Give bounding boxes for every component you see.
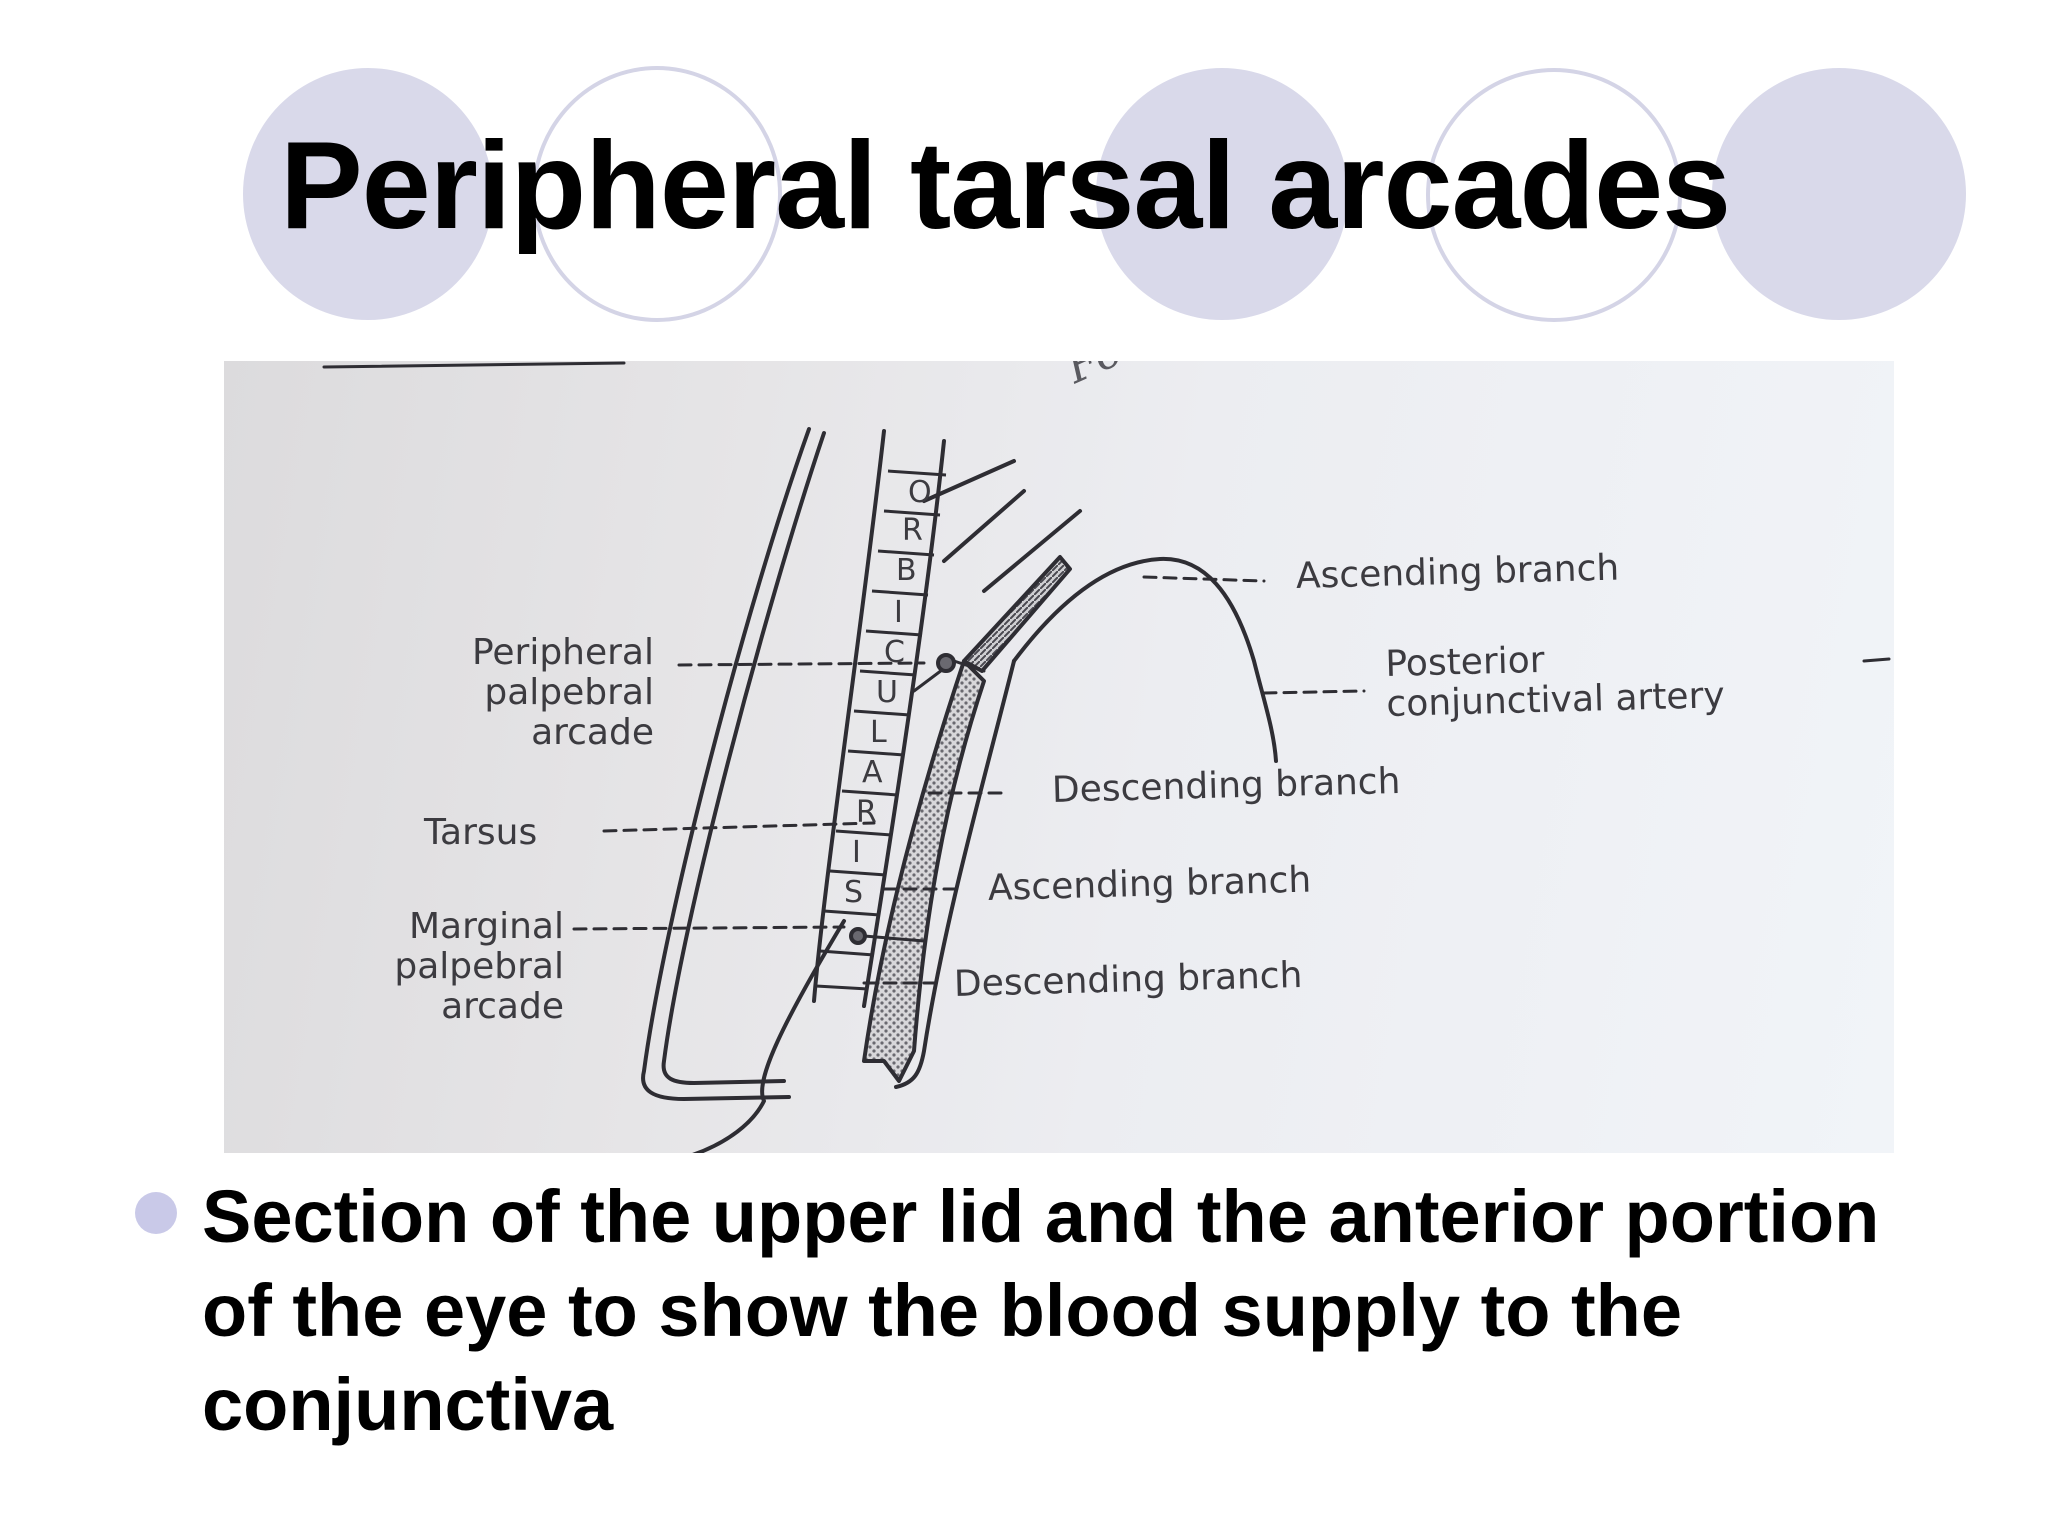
bullet-icon	[135, 1192, 177, 1234]
label-marginal-arcade: Marginal palpebral arcade	[294, 907, 564, 1027]
decor-circle-3	[1096, 68, 1348, 320]
decor-ring-2	[532, 66, 782, 322]
label-line: palpebral	[484, 672, 654, 713]
diagram-drawing	[322, 361, 1891, 1153]
muscle-letter: S	[844, 875, 864, 910]
muscle-letter: R	[902, 513, 923, 548]
muscle-letter: C	[884, 635, 905, 670]
decor-ring-4	[1426, 68, 1682, 322]
muscle-letter: O	[908, 475, 932, 510]
label-line: palpebral	[394, 946, 564, 987]
label-tarsus: Tarsus	[424, 812, 538, 853]
eyelid-section-diagram: O R B I C U L A R I S Fouml Peripheral p…	[224, 361, 1894, 1153]
muscle-letter: R	[856, 795, 877, 830]
decor-circle-1	[243, 68, 493, 320]
muscle-letter: A	[862, 755, 883, 790]
muscle-letter: U	[876, 675, 898, 710]
muscle-letter: B	[896, 553, 917, 588]
muscle-letter: I	[852, 835, 861, 870]
label-line: arcade	[441, 986, 564, 1027]
bullet-caption: Section of the upper lid and the anterio…	[202, 1175, 1880, 1446]
label-peripheral-arcade: Peripheral palpebral arcade	[374, 633, 654, 753]
label-ascending-branch-top: Ascending branch	[1295, 547, 1620, 597]
label-posterior-conjunctival: Posterior conjunctival artery	[1385, 636, 1725, 725]
label-line: Marginal	[408, 906, 564, 947]
label-line: Peripheral	[471, 632, 654, 673]
slide-title: Peripheral tarsal arcades	[280, 117, 1731, 255]
label-line: arcade	[531, 712, 654, 753]
label-ascending-branch-mid: Ascending branch	[987, 859, 1312, 909]
muscle-letter: I	[894, 595, 903, 630]
decor-circle-5	[1712, 68, 1966, 320]
muscle-letter: L	[870, 715, 887, 750]
